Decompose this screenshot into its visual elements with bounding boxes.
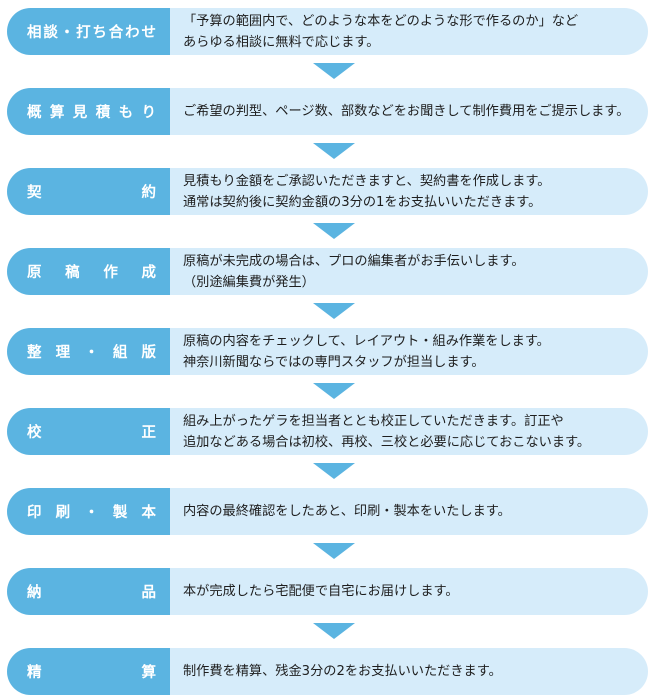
step-description: 内容の最終確認をしたあと、印刷・製本をいたします。 xyxy=(170,488,648,535)
down-arrow-icon xyxy=(313,303,355,319)
step-label: 原稿作成 xyxy=(7,248,170,295)
description-line: ご希望の判型、ページ数、部数などをお聞きして制作費用をご提示します。 xyxy=(183,104,630,119)
description-line: 本が完成したら宅配便で自宅にお届けします。 xyxy=(183,584,459,599)
step-delivery: 納品 本が完成したら宅配便で自宅にお届けします。 xyxy=(7,568,648,615)
step-label-text: 契約 xyxy=(27,185,156,201)
description-line: 内容の最終確認をしたあと、印刷・製本をいたします。 xyxy=(183,504,511,519)
down-arrow-icon xyxy=(313,63,355,79)
step-label-text: 印刷・製本 xyxy=(27,505,156,521)
step-description: ご希望の判型、ページ数、部数などをお聞きして制作費用をご提示します。 xyxy=(170,88,648,135)
step-description: 見積もり金額をご承認いただきますと、契約書を作成します。通常は契約後に契約金額の… xyxy=(170,168,648,215)
step-consultation: 相談・打ち合わせ「予算の範囲内で、どのような本をどのような形で作るのか」などあら… xyxy=(7,8,648,55)
step-description: 原稿が未完成の場合は、プロの編集者がお手伝いします。 （別途編集費が発生） xyxy=(170,248,648,295)
step-description: 原稿の内容をチェックして、レイアウト・組み作業をします。神奈川新聞ならではの専門… xyxy=(170,328,648,375)
step-description: 制作費を精算、残金3分の2をお支払いいただきます。 xyxy=(170,648,648,695)
description-line: 原稿の内容をチェックして、レイアウト・組み作業をします。 xyxy=(183,333,550,349)
step-label-text: 精算 xyxy=(27,665,156,681)
step-typesetting: 整理・組版原稿の内容をチェックして、レイアウト・組み作業をします。神奈川新聞なら… xyxy=(7,328,648,375)
step-description: 「予算の範囲内で、どのような本をどのような形で作るのか」などあらゆる相談に無料で… xyxy=(170,8,648,55)
step-label: 校正 xyxy=(7,408,170,455)
step-label-text: 相談・打ち合わせ xyxy=(27,25,156,41)
step-label: 相談・打ち合わせ xyxy=(7,8,170,55)
step-label-text: 納品 xyxy=(27,585,156,601)
step-manuscript: 原稿作成 原稿が未完成の場合は、プロの編集者がお手伝いします。 （別途編集費が発生） xyxy=(7,248,648,295)
step-label: 契約 xyxy=(7,168,170,215)
down-arrow-icon xyxy=(313,223,355,239)
description-line: 見積もり金額をご承認いただきますと、契約書を作成します。 xyxy=(183,173,551,189)
step-label-text: 原稿作成 xyxy=(27,265,156,281)
description-line: 通常は契約後に契約金額の3分の1をお支払いいただきます。 xyxy=(183,194,542,210)
down-arrow-icon xyxy=(313,543,355,559)
step-description: 本が完成したら宅配便で自宅にお届けします。 xyxy=(170,568,648,615)
down-arrow-icon xyxy=(313,623,355,639)
description-line: 組み上がったゲラを担当者ととも校正していただきます。訂正や xyxy=(183,413,564,429)
step-label: 印刷・製本 xyxy=(7,488,170,535)
step-proofreading: 校正組み上がったゲラを担当者ととも校正していただきます。訂正や追加などある場合は… xyxy=(7,408,648,455)
step-label-text: 整理・組版 xyxy=(27,345,156,361)
down-arrow-icon xyxy=(313,463,355,479)
step-label: 納品 xyxy=(7,568,170,615)
down-arrow-icon xyxy=(313,383,355,399)
step-description: 組み上がったゲラを担当者ととも校正していただきます。訂正や追加などある場合は初校… xyxy=(170,408,648,455)
step-settlement: 精算 制作費を精算、残金3分の2をお支払いいただきます。 xyxy=(7,648,648,695)
description-line: （別途編集費が発生） xyxy=(183,274,315,290)
step-label-text: 概算見積もり xyxy=(27,105,156,121)
description-line: 「予算の範囲内で、どのような本をどのような形で作るのか」など xyxy=(183,13,579,29)
step-contract: 契約見積もり金額をご承認いただきますと、契約書を作成します。通常は契約後に契約金… xyxy=(7,168,648,215)
down-arrow-icon xyxy=(313,143,355,159)
step-label-text: 校正 xyxy=(27,425,156,441)
description-line: 追加などある場合は初校、再校、三校と必要に応じておこないます。 xyxy=(183,434,591,450)
description-line: あらゆる相談に無料で応じます。 xyxy=(183,34,380,50)
step-label: 精算 xyxy=(7,648,170,695)
step-label: 概算見積もり xyxy=(7,88,170,135)
description-line: 神奈川新聞ならではの専門スタッフが担当します。 xyxy=(183,354,485,370)
step-printing: 印刷・製本 内容の最終確認をしたあと、印刷・製本をいたします。 xyxy=(7,488,648,535)
step-estimate: 概算見積もり ご希望の判型、ページ数、部数などをお聞きして制作費用をご提示します。 xyxy=(7,88,648,135)
description-line: 制作費を精算、残金3分の2をお支払いいただきます。 xyxy=(183,664,502,679)
description-line: 原稿が未完成の場合は、プロの編集者がお手伝いします。 xyxy=(183,253,525,269)
step-label: 整理・組版 xyxy=(7,328,170,375)
